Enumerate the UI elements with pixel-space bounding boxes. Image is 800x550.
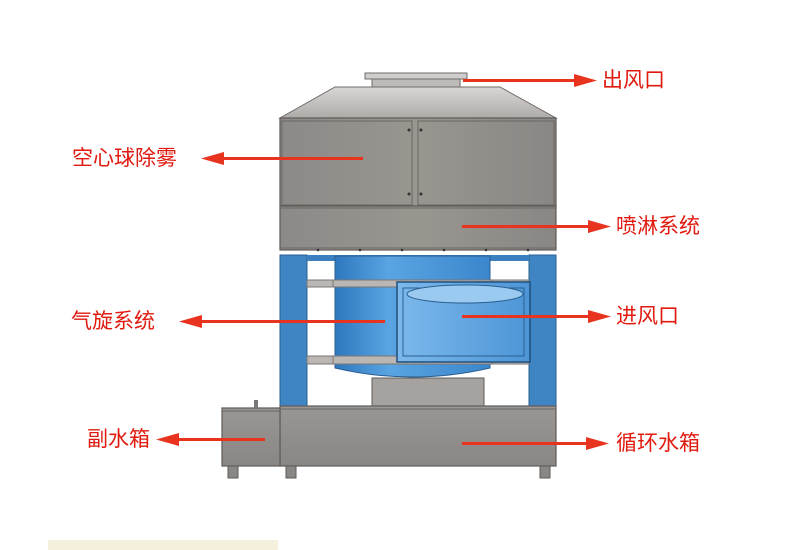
roof (278, 86, 558, 119)
arrow-inlet (462, 310, 611, 323)
arrow-circ-tank (462, 437, 609, 450)
inlet-duct (396, 281, 531, 363)
demister-section (279, 117, 557, 207)
label-inlet: 进风口 (616, 304, 679, 328)
cyclone-base (371, 377, 485, 407)
label-demister: 空心球除雾 (72, 146, 177, 170)
pointer-arrows (156, 74, 611, 450)
label-aux-tank: 副水箱 (87, 427, 150, 451)
auxiliary-tank (221, 400, 281, 479)
arrow-outlet (463, 74, 597, 87)
label-cyclone-system: 气旋系统 (71, 309, 155, 333)
circulation-tank (279, 405, 557, 479)
bottom-edge-strip (48, 540, 278, 550)
outlet-collar (364, 72, 468, 89)
arrow-aux-tank (156, 433, 265, 446)
arrow-cyclone (179, 315, 385, 328)
label-circulation-tank: 循环水箱 (616, 431, 700, 455)
label-spray-system: 喷淋系统 (616, 214, 700, 238)
spray-section (279, 205, 557, 252)
arrow-demister (201, 152, 363, 165)
label-outlet: 出风口 (602, 68, 665, 92)
arrow-spray (462, 220, 611, 233)
